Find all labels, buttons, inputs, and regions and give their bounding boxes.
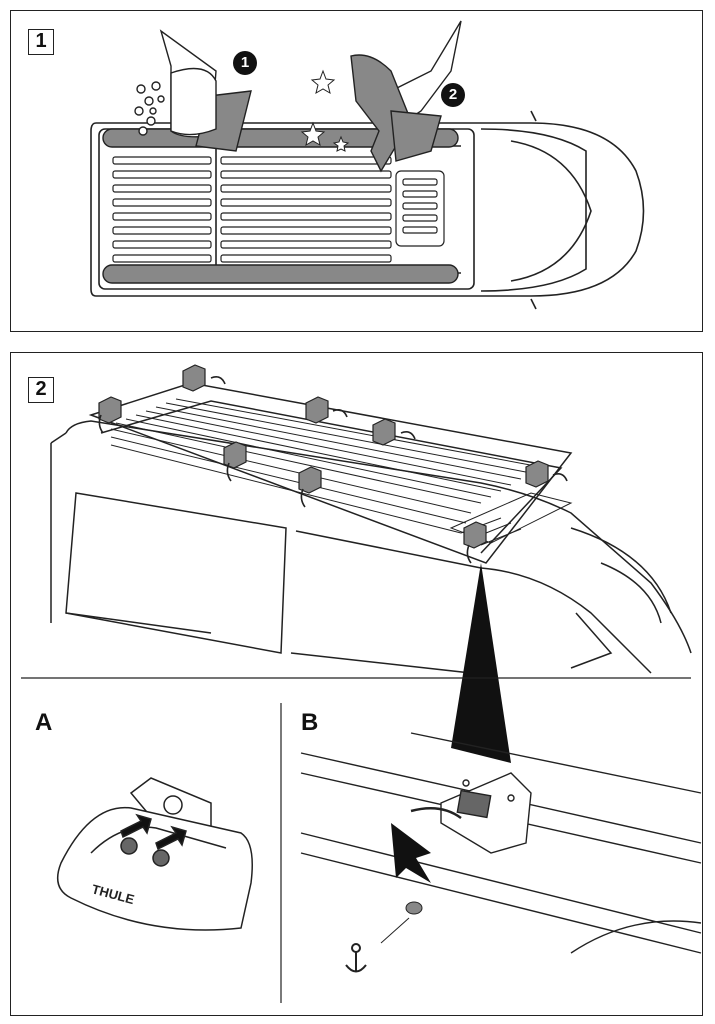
roof-rail-bottom — [102, 264, 459, 284]
down-arrow-icon — [391, 823, 431, 883]
hand-with-cloth — [350, 20, 462, 173]
rail-detail-b — [300, 732, 702, 954]
sparkle-icon — [300, 69, 350, 152]
van-top-view-illustration — [90, 20, 645, 310]
van-perspective-illustration: THULE — [21, 364, 702, 1003]
step-2-number: 2 — [28, 377, 54, 403]
detail-a-label: A — [35, 709, 53, 736]
callout-1: 1 — [233, 51, 257, 75]
mounting-bracket — [98, 364, 549, 549]
anchor-icon — [345, 943, 367, 973]
step-1-panel: 1 — [10, 10, 703, 332]
step-1-number: 1 — [28, 29, 54, 55]
foot-detail-a — [56, 777, 253, 931]
detail-b-label: B — [301, 709, 319, 736]
rotate-arrow-icon — [98, 376, 568, 564]
hand-with-sponge — [134, 29, 252, 152]
step-2-panel: 2 — [10, 352, 703, 1016]
zoom-leader — [451, 563, 511, 763]
callout-2: 2 — [441, 83, 465, 107]
